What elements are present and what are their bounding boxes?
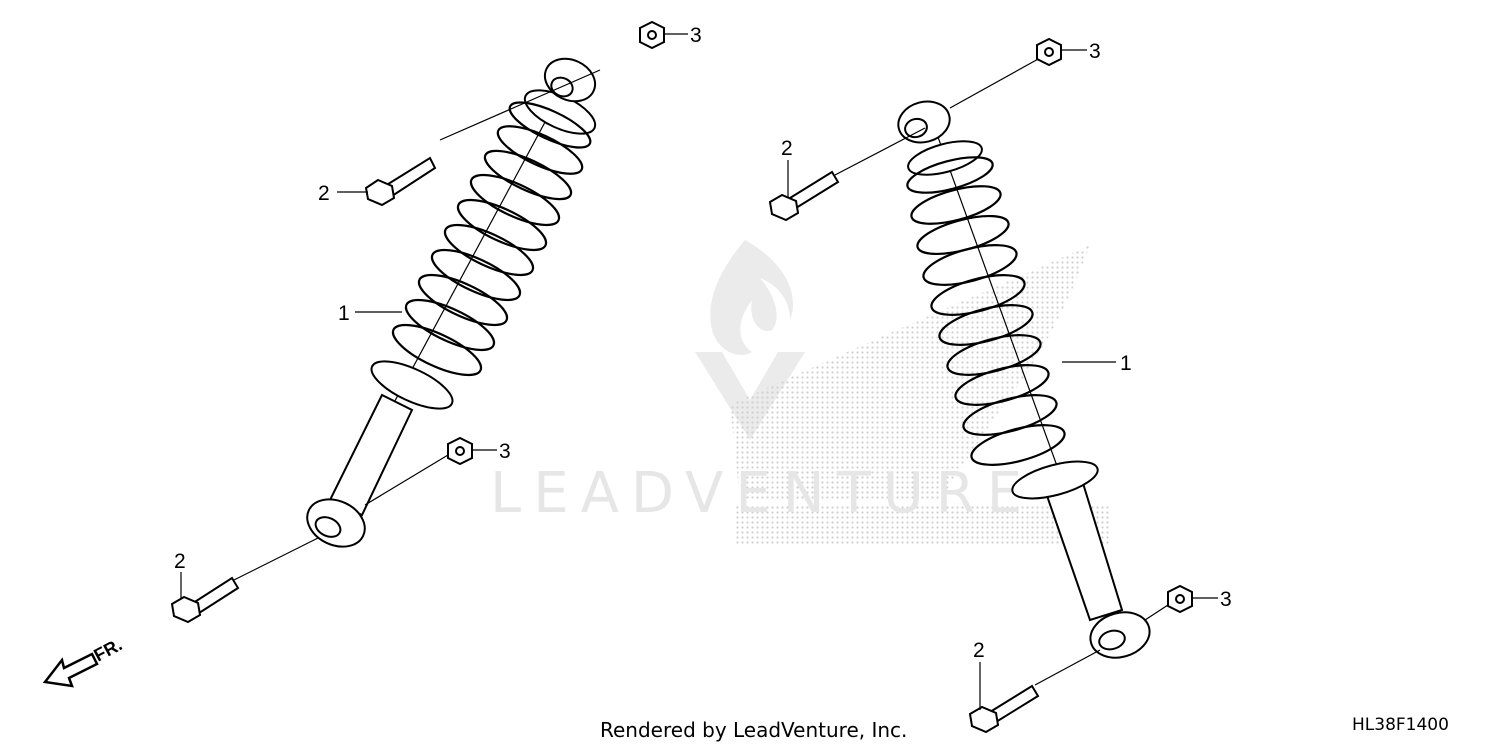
right-bottom-bolt[interactable] [968, 649, 1101, 734]
right-top-nut[interactable] [1036, 37, 1062, 67]
right-bottom-nut[interactable] [1144, 584, 1193, 621]
right-shock-absorber[interactable] [894, 96, 1155, 664]
right-upper-spring-seat [907, 140, 983, 176]
left-damper-body [328, 393, 414, 517]
left-top-nut[interactable] [639, 20, 665, 50]
left-bottom-bolt[interactable] [170, 537, 319, 624]
left-bottom-nut[interactable] [364, 436, 473, 506]
callout-left-bottom-nut: 3 [499, 440, 511, 463]
left-coil-spring [391, 101, 592, 377]
callout-right-top-nut: 3 [1089, 40, 1101, 63]
callout-left-top-nut: 3 [690, 24, 702, 47]
callout-right-bottom-bolt: 2 [973, 639, 985, 662]
right-lower-spring-seat [1011, 460, 1099, 500]
diagram-code: HL38F1400 [1352, 715, 1449, 735]
callout-left-bottom-bolt: 2 [174, 550, 186, 573]
left-shock-absorber[interactable] [300, 51, 603, 556]
watermark: LEADVENTURE [490, 240, 1110, 545]
right-damper-body [1043, 478, 1124, 622]
callout-left-top-bolt: 2 [318, 182, 330, 205]
right-coil-spring [906, 156, 1066, 466]
watermark-text: LEADVENTURE [490, 461, 1034, 526]
callout-left-damper: 1 [338, 302, 350, 325]
rendered-by-credit: Rendered by LeadVenture, Inc. [600, 718, 908, 742]
watermark-wordmark-shape [735, 505, 1110, 545]
watermark-v-icon [695, 352, 805, 440]
callout-right-top-bolt: 2 [781, 137, 793, 160]
front-direction-indicator: FR. [42, 634, 125, 688]
right-top-bolt[interactable] [768, 57, 1041, 222]
callout-right-bottom-nut: 3 [1220, 588, 1232, 611]
front-arrow-icon [42, 652, 99, 688]
callout-right-damper: 1 [1120, 352, 1132, 375]
left-lower-spring-seat [370, 360, 454, 410]
callouts: 3 2 1 3 2 3 2 1 3 2 [174, 24, 1232, 710]
watermark-flame-icon [710, 240, 793, 356]
left-top-bolt[interactable] [364, 69, 601, 207]
